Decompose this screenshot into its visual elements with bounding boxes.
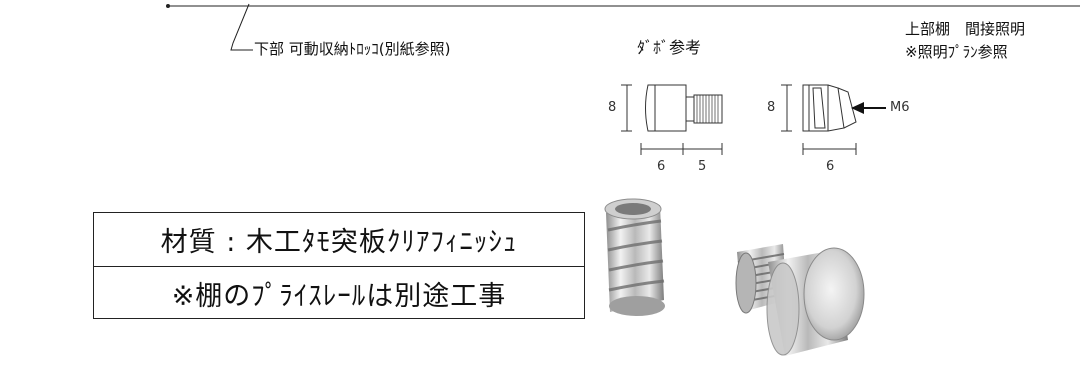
material-spec-box: 材質 : 木工ﾀﾓ突板ｸﾘｱﾌｨﾆｯｼｭ ※棚のﾌﾟﾗｲｽﾚｰﾙは別途工事	[93, 212, 585, 319]
lower-part-leader	[230, 3, 253, 51]
top-leader-line	[166, 4, 1080, 8]
m6-arrow	[851, 102, 886, 114]
sleeve-drawing-right	[781, 84, 857, 155]
left-width-b-dimension: 5	[698, 159, 707, 174]
right-width-dimension: 6	[826, 159, 835, 174]
material-spec-line: 材質 : 木工ﾀﾓ突板ｸﾘｱﾌｨﾆｯｼｭ	[160, 227, 518, 258]
sleeve-photo	[604, 198, 665, 316]
left-width-a-dimension: 6	[657, 159, 666, 174]
right-height-dimension: 8	[767, 100, 776, 115]
left-height-dimension: 8	[608, 100, 617, 115]
thread-callout: M6	[890, 100, 910, 115]
dowel-photo	[735, 244, 865, 356]
rail-note-line: ※棚のﾌﾟﾗｲｽﾚｰﾙは別途工事	[94, 266, 584, 320]
dowel-drawing-left	[621, 84, 723, 155]
dowel-reference-title: ﾀﾞﾎﾞ参考	[637, 38, 702, 57]
lower-part-label: 下部 可動収納ﾄﾛｯｺ(別紙参照)	[254, 40, 451, 58]
upper-shelf-label: 上部棚 間接照明	[905, 20, 1026, 38]
lighting-reference-label: ※照明ﾌﾟﾗﾝ参照	[905, 43, 1008, 61]
